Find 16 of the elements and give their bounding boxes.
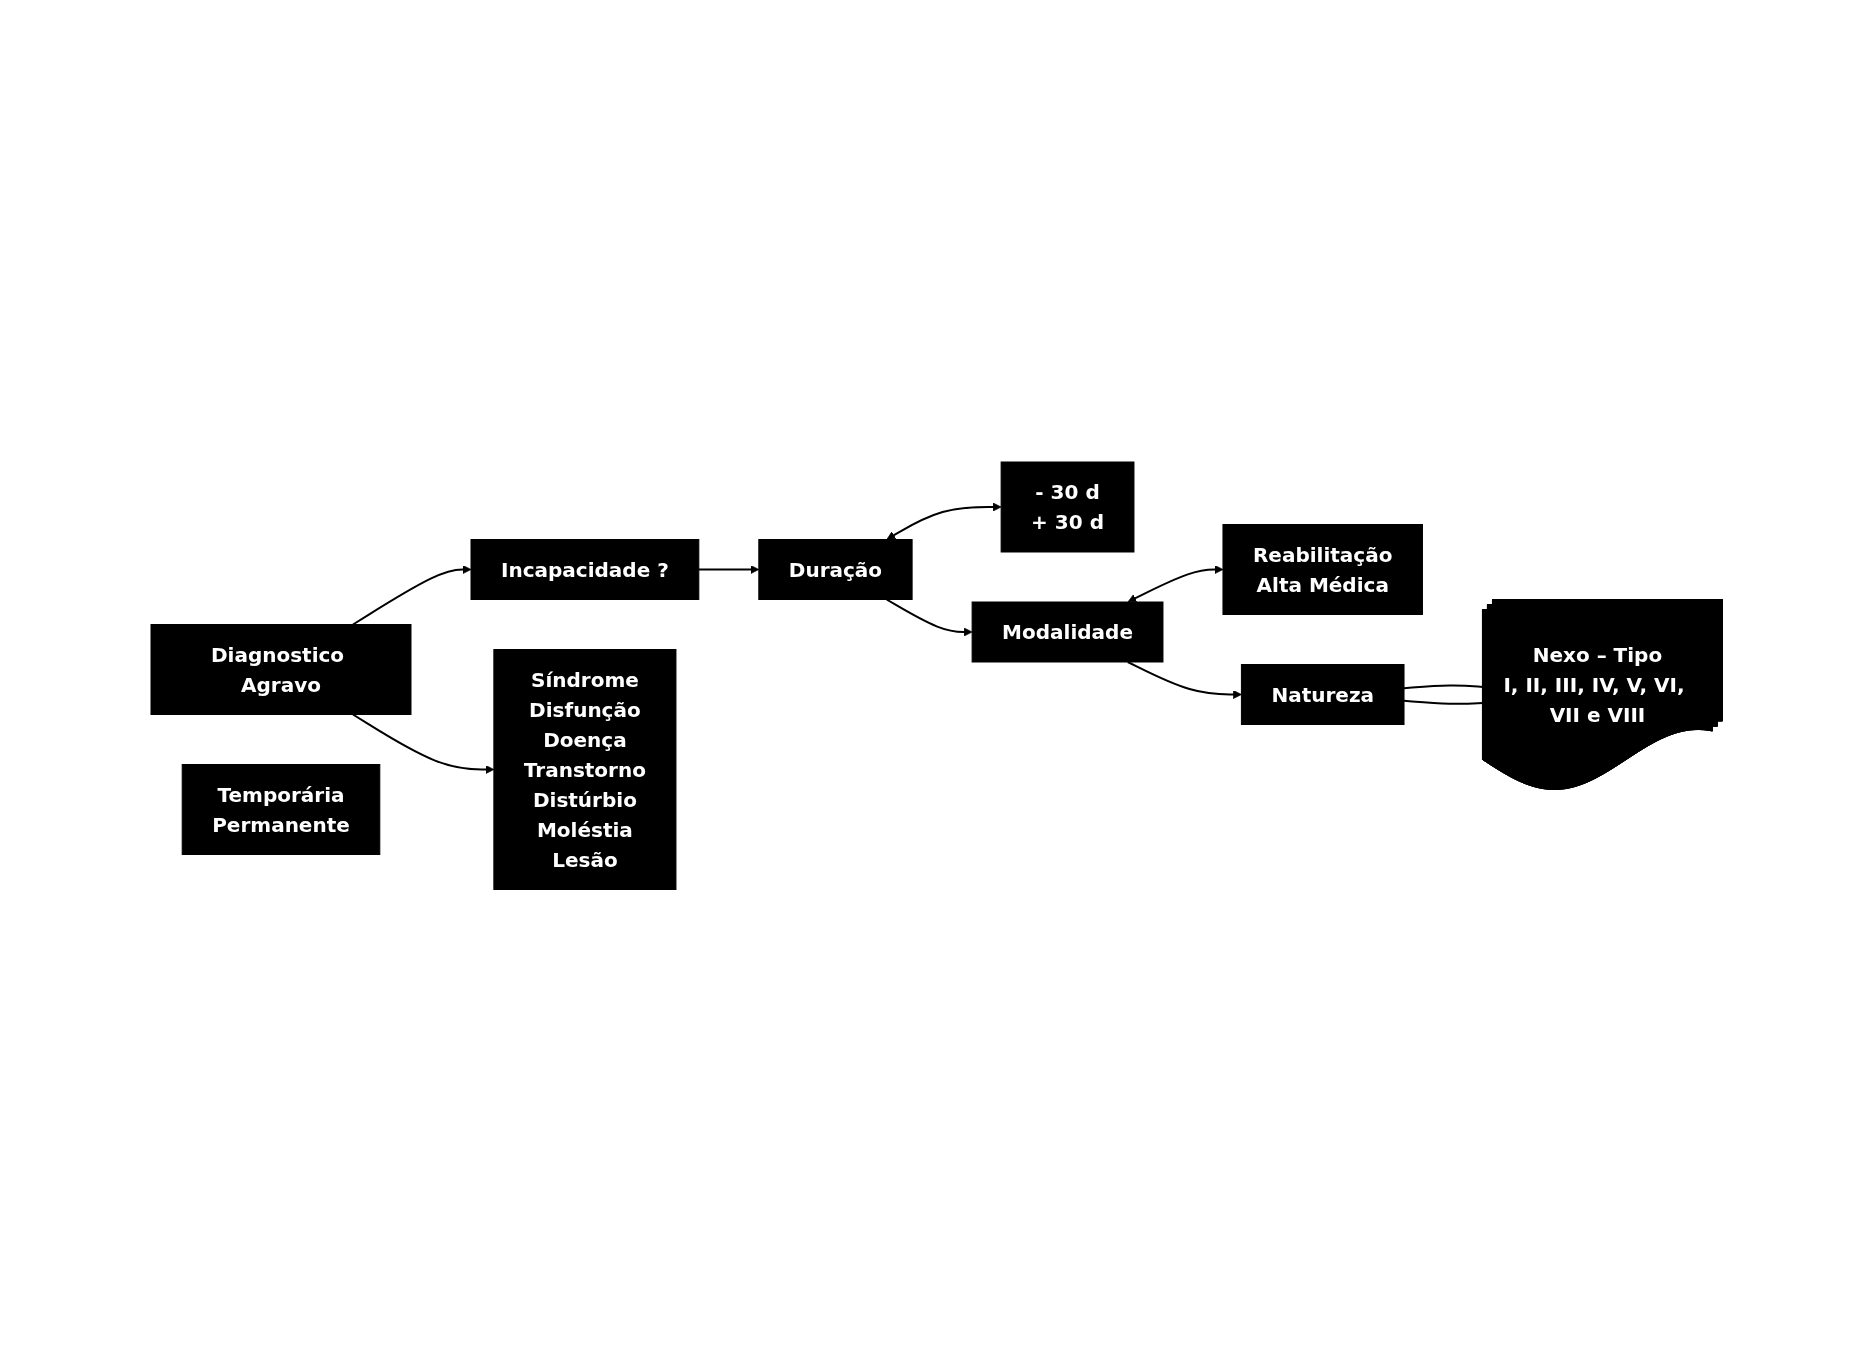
node-box: - 30 d + 30 d <box>1000 461 1135 553</box>
node-box: Reabilitação Alta Médica <box>1222 523 1424 615</box>
node-box: Síndrome Disfunção Doença Transtorno Distúrbio Moléstia Lesão <box>493 648 677 890</box>
arrow <box>1127 660 1243 699</box>
arrow <box>885 598 973 637</box>
node-box: Temporária Permanente <box>181 763 381 855</box>
node-box: Duração <box>758 538 913 600</box>
node-box: Modalidade <box>971 601 1164 663</box>
arrow <box>1127 564 1224 602</box>
arrow <box>886 502 1002 540</box>
arrow <box>352 564 472 626</box>
arrow <box>698 564 760 574</box>
node-box: Natureza <box>1241 663 1405 725</box>
arrow <box>352 713 495 774</box>
node-box: Diagnostico Agravo <box>150 623 412 715</box>
node-box: Incapacidade ? <box>470 538 700 600</box>
